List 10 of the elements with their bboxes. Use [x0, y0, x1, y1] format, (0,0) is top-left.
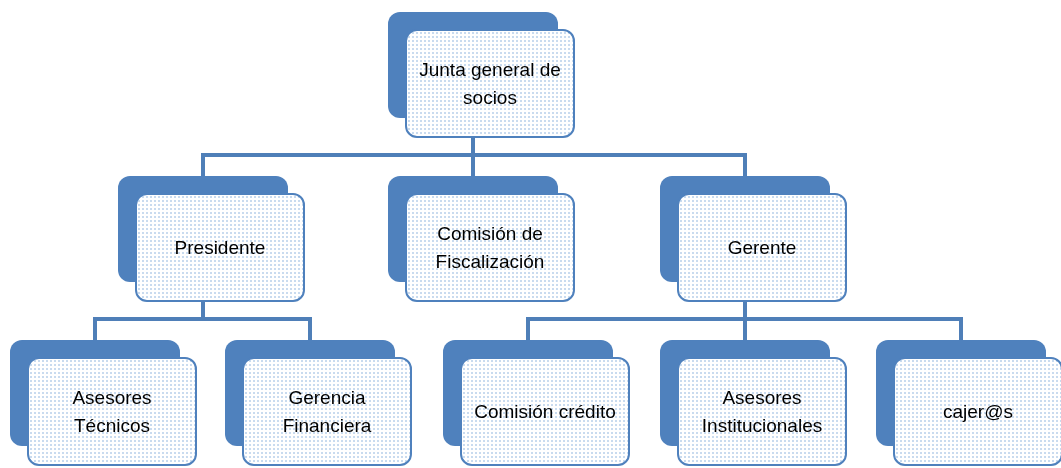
box-label: Junta general de socios	[418, 57, 562, 110]
box-label: Comisión de Fiscalización	[434, 221, 546, 274]
box-label: Gerencia Financiera	[281, 385, 373, 438]
box-label: Gerente	[727, 235, 797, 260]
box-label: Asesores Institucionales	[700, 385, 824, 438]
connector-line	[471, 138, 747, 176]
box-label: Comisión crédito	[474, 399, 616, 424]
box-label: cajer@s	[943, 399, 1013, 424]
box-label: Asesores Técnicos	[71, 385, 153, 438]
box-label: Presidente	[174, 235, 266, 260]
